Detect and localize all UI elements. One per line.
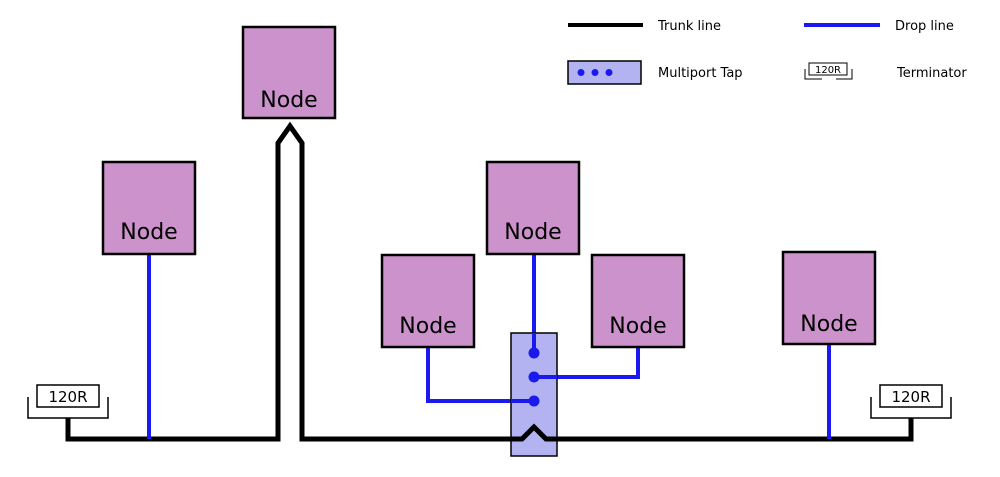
terminator-right-box (879, 384, 943, 408)
node-4-box (380, 253, 476, 349)
terminator-left-box (36, 384, 100, 408)
node-1-label: Node (120, 220, 177, 245)
legend: Trunk line Drop line Multiport Tap 120R … (567, 19, 967, 85)
multiport-tap (510, 332, 558, 457)
node-4: Node (380, 253, 476, 349)
terminator-left-cap (27, 397, 109, 419)
legend-terminator-label: Terminator (896, 66, 967, 81)
legend-tap-label: Multiport Tap (658, 66, 743, 81)
trunk-line-left (65, 121, 914, 442)
node-6-box (781, 250, 877, 346)
legend-tap-swatch (567, 60, 642, 85)
legend-tap-dot-2 (591, 69, 599, 76)
node-1: Node (101, 160, 197, 256)
legend-terminator-symbol: 120R (804, 62, 853, 80)
terminator-left: 120R (27, 384, 109, 419)
legend-tap-dot-1 (577, 69, 585, 76)
node-3-box (485, 160, 581, 256)
node-3: Node (485, 160, 581, 256)
node-6-label: Node (800, 312, 857, 337)
node-5: Node (590, 253, 686, 349)
node-4-label: Node (399, 314, 456, 339)
terminator-right: 120R (870, 384, 952, 419)
node-2-box (241, 25, 337, 120)
node-2-label: Node (260, 88, 317, 113)
legend-drop-label: Drop line (895, 19, 954, 34)
legend-terminator-cap (804, 69, 853, 80)
terminator-right-text: 120R (891, 388, 930, 406)
node-2: Node (241, 25, 337, 120)
terminator-right-cap (870, 397, 952, 419)
node-5-box (590, 253, 686, 349)
legend-trunk-label: Trunk line (657, 19, 721, 34)
legend-tap-dot-3 (605, 69, 613, 76)
node-6: Node (781, 250, 877, 346)
drop-line-node-5 (534, 348, 640, 379)
multiport-tap-trunk-pass (511, 423, 557, 442)
multiport-tap-port-3 (528, 395, 540, 407)
node-3-label: Node (504, 220, 561, 245)
node-1-box (101, 160, 197, 256)
legend-terminator-symbol-text: 120R (815, 65, 841, 76)
drop-line-node-4 (426, 347, 534, 403)
node-5-label: Node (609, 314, 666, 339)
legend-terminator-box (808, 62, 848, 76)
terminator-left-text: 120R (48, 388, 87, 406)
multiport-tap-port-2 (528, 371, 540, 383)
multiport-tap-port-1 (528, 347, 540, 359)
